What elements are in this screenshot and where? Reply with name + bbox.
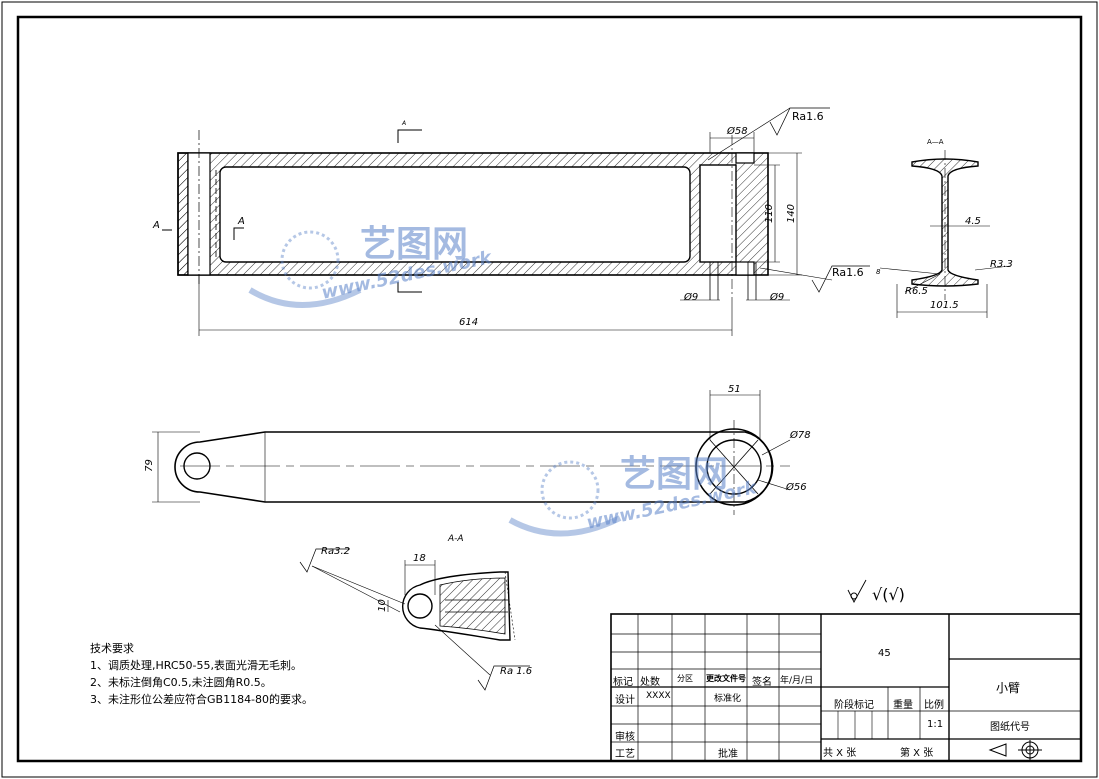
tb-process: 工艺 — [615, 749, 635, 760]
top-view — [152, 390, 791, 515]
front-view — [162, 107, 870, 336]
dim-18: 18 — [413, 553, 426, 564]
tb-header-count: 处数 — [640, 677, 660, 688]
ra-top-label: Ra1.6 — [792, 110, 824, 123]
tb-check: 审核 — [615, 732, 635, 743]
title-block-grid — [610, 613, 1082, 762]
dim-flange-h: 8 — [876, 268, 881, 276]
tb-material: 45 — [878, 648, 891, 659]
dim-dia-58: Ø58 — [727, 126, 748, 137]
dim-dia-9-right: Ø9 — [770, 292, 785, 303]
dim-140: 140 — [786, 203, 798, 224]
detail-label-aa: A-A — [448, 534, 464, 544]
tb-header-date: 年/月/日 — [780, 676, 814, 686]
dim-dia-78: Ø78 — [790, 430, 811, 441]
dim-dia-9-left: Ø9 — [684, 292, 699, 303]
tb-drawing-code: 图纸代号 — [990, 722, 1030, 733]
detail-view — [299, 548, 530, 691]
surface-finish-note: √(√) — [872, 585, 905, 604]
ra-1-6-detail-label: Ra 1.6 — [500, 666, 533, 677]
dim-r3-3: R3.3 — [990, 259, 1013, 270]
tb-design-label: 设计 — [615, 695, 635, 706]
tb-scale-label: 比例 — [924, 700, 944, 711]
tb-weight: 重量 — [893, 700, 913, 711]
surface-finish-symbol-icon — [847, 579, 867, 603]
ra-bottom-label: Ra1.6 — [832, 266, 864, 279]
tb-designer: XXXX — [646, 691, 671, 701]
dim-614: 614 — [459, 317, 479, 328]
tech-requirement-2: 2、未标注倒角C0.5,未注圆角R0.5。 — [90, 676, 272, 689]
section-marker-a-top: A — [402, 120, 407, 127]
dim-web-4-5: 4.5 — [965, 216, 981, 227]
tb-standardization: 标准化 — [714, 694, 742, 704]
dim-79: 79 — [143, 459, 155, 472]
tb-header-change-doc: 更改文件号 — [706, 674, 746, 683]
tb-header-zone: 分区 — [677, 674, 693, 683]
dim-dia-56: Ø56 — [786, 482, 807, 493]
tb-stage-mark: 阶段标记 — [834, 700, 874, 711]
dim-10: 10 — [376, 599, 388, 612]
tb-header-signature: 签名 — [752, 677, 772, 688]
tech-requirement-1: 1、调质处理,HRC50-55,表面光滑无毛刺。 — [90, 659, 303, 672]
tb-sheets-total: 共 X 张 — [823, 748, 857, 759]
tech-requirements-title: 技术要求 — [90, 642, 134, 655]
dim-51: 51 — [728, 384, 741, 395]
tb-sheet-no: 第 X 张 — [900, 748, 934, 759]
tb-approve: 批准 — [718, 749, 738, 760]
watermark-globe-icon — [248, 230, 622, 537]
dim-110: 110 — [764, 203, 776, 224]
inner-border — [16, 15, 1083, 763]
projection-symbol-icon — [988, 740, 1042, 760]
tech-requirement-3: 3、未注形位公差应符合GB1184-80的要求。 — [90, 693, 314, 706]
section-marker-a-inner: A — [238, 216, 245, 227]
dim-101-5: 101.5 — [930, 300, 959, 311]
ra-3-2-label: Ra3.2 — [321, 546, 350, 557]
tb-part-name: 小臂 — [996, 681, 1021, 695]
tech-requirements: 技术要求 1、调质处理,HRC50-55,表面光滑无毛刺。 2、未标注倒角C0.… — [90, 640, 420, 708]
section-aa-label: A—A — [927, 138, 944, 146]
tb-header-mark: 标记 — [613, 677, 633, 688]
tb-scale: 1:1 — [927, 719, 944, 730]
section-aa-view — [879, 150, 1011, 318]
section-marker-a-left: A — [153, 220, 160, 231]
dim-r6-5: R6.5 — [905, 286, 928, 297]
